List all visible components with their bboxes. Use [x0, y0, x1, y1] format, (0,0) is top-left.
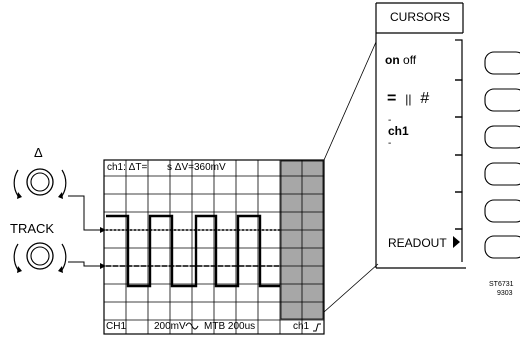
readout-channel: CH1: [106, 321, 127, 332]
delta-label: Δ: [34, 145, 43, 160]
option-vertical[interactable]: ||: [405, 92, 412, 106]
softkey-area: [280, 160, 324, 320]
reference-code-line1: ST6731: [489, 281, 514, 288]
ac-coupling-icon: [185, 322, 199, 330]
square-wave-trace: [106, 214, 280, 288]
knob-connectors: [68, 195, 100, 267]
readout-trigger: ch1: [293, 321, 310, 332]
readout-arrow-icon: [453, 236, 460, 248]
readout-timebase: MTB 200us: [204, 321, 256, 332]
readout-delta-t: ch1: ΔT=: [107, 162, 148, 173]
menu-brackets: [455, 39, 463, 262]
readout-delta-v: s ΔV=360mV: [167, 162, 226, 173]
arrow-right-icon: [100, 263, 106, 269]
softkey-buttons: [484, 51, 520, 259]
zoom-line-bottom: [323, 263, 379, 313]
softkey-button-2[interactable]: [484, 88, 520, 112]
menu-item-on-off[interactable]: on off: [385, 54, 416, 66]
softkey-button-6[interactable]: [484, 235, 520, 259]
menu-item-readout[interactable]: READOUT: [388, 236, 447, 250]
menu-title: CURSORS: [390, 10, 451, 24]
track-label: TRACK: [10, 221, 55, 236]
option-both[interactable]: #: [420, 90, 430, 107]
softkey-button-3[interactable]: [484, 125, 520, 149]
option-horizontal[interactable]: =: [387, 90, 397, 107]
menu-item-channel-down: -: [388, 138, 392, 149]
option-on[interactable]: on: [385, 53, 400, 67]
option-off[interactable]: off: [403, 53, 417, 67]
softkey-button-5[interactable]: [484, 199, 520, 223]
readout-volts-div: 200mV: [154, 321, 186, 332]
trigger-edge-icon: [313, 323, 321, 332]
zoom-line-top: [323, 41, 377, 161]
arrow-right-icon: [100, 227, 106, 233]
reference-code-line2: 9303: [497, 290, 513, 297]
menu-item-channel-up: -: [388, 115, 392, 126]
track-knob[interactable]: [13, 242, 67, 273]
delta-knob[interactable]: [13, 168, 67, 199]
softkey-button-4[interactable]: [484, 162, 520, 186]
softkey-button-1[interactable]: [484, 51, 520, 75]
cursor-menu-panel: [375, 2, 466, 269]
menu-item-cursor-type[interactable]: = || #: [387, 91, 429, 107]
menu-item-channel[interactable]: ch1: [388, 124, 409, 138]
